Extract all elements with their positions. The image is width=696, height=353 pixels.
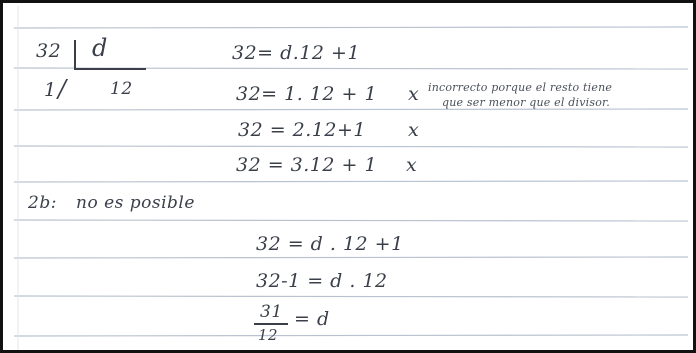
attempt-equation-1: 32= d.12 +1: [232, 42, 361, 64]
attempt-equation-3: 32 = 2.12+1: [238, 119, 366, 141]
ruled-line: [13, 180, 689, 183]
note-line-2: que ser menor que el divisor.: [442, 96, 611, 109]
ruled-line: [13, 26, 689, 29]
division-bracket: [74, 40, 146, 70]
division-quotient: 12: [110, 79, 133, 99]
fraction-rhs: = d: [294, 308, 330, 330]
solution-equation-2: 32-1 = d . 12: [256, 270, 388, 292]
division-divisor: d: [92, 34, 108, 62]
notebook-page: 32 d 1 / 12 32= d.12 +1 32= 1. 12 + 1 x …: [6, 6, 693, 350]
fraction-denominator: 12: [258, 326, 279, 344]
note-line-1: incorrecto porque el resto tiene: [428, 81, 613, 94]
ruled-line: [13, 219, 689, 222]
fraction-numerator: 31: [260, 302, 283, 322]
ruled-line: [13, 334, 689, 337]
attempt-mark-2: x: [408, 83, 420, 105]
ruled-line: [13, 256, 689, 259]
solution-equation-1: 32 = d . 12 +1: [256, 233, 404, 255]
division-dividend: 32: [36, 40, 62, 62]
attempt-equation-4: 32 = 3.12 + 1: [236, 154, 378, 176]
ruled-line: [13, 295, 689, 298]
part-b-statement: no es posible: [76, 193, 195, 213]
ruled-line: [13, 108, 689, 111]
division-slash: /: [58, 75, 67, 103]
ruled-line: [13, 145, 689, 148]
fraction-bar: [254, 323, 288, 325]
attempt-equation-2: 32= 1. 12 + 1: [236, 83, 378, 105]
division-remainder: 1: [44, 79, 57, 101]
part-b-label: 2b:: [28, 193, 57, 213]
attempt-mark-4: x: [406, 154, 418, 176]
attempt-mark-3: x: [408, 119, 420, 141]
